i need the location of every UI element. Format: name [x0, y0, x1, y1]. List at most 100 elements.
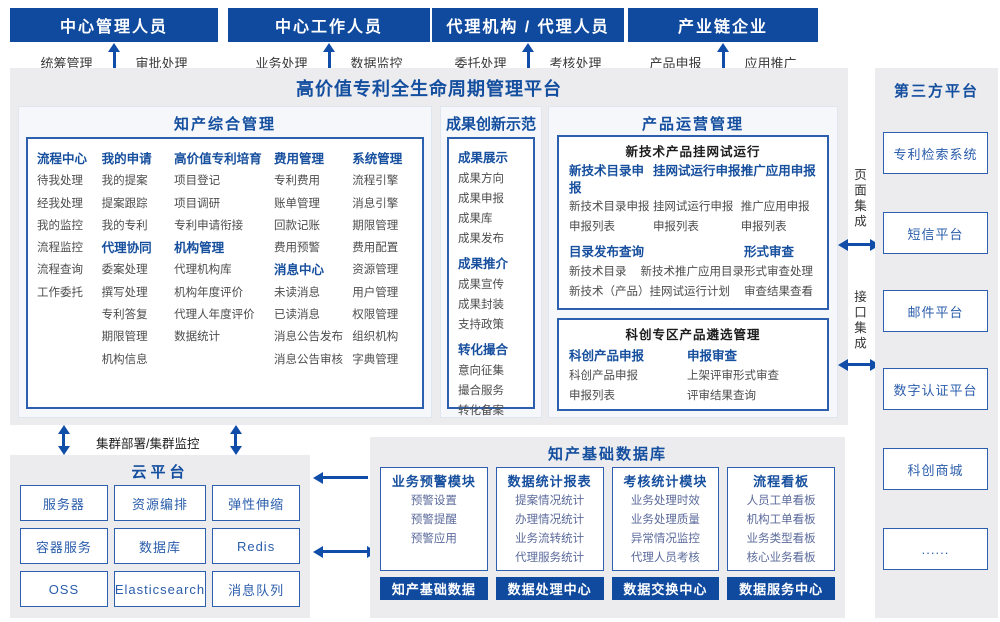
group-header: 系统管理 [352, 152, 403, 166]
platform-panel: 高价值专利全生命周期管理平台 知产综合管理 流程中心 待我处理 经我处理 我的监… [10, 68, 848, 425]
menu-item: 未读消息 [273, 286, 320, 299]
panel-title: 云平台 [131, 464, 189, 481]
menu-item: 异常情况监控 [630, 533, 700, 545]
group-header: 申报审查 [687, 349, 738, 363]
menu-item: 新技术目录 [569, 266, 627, 278]
column-new-tech-catalog: 新技术目录申报 新技术目录申报 申报列表 [569, 163, 653, 237]
menu-item: 业务处理质量 [630, 514, 700, 526]
actor-industry-enterprises: 产业链企业 产品申报 应用推广 [628, 8, 818, 73]
column-sci-product-declare: 科创产品申报 科创产品申报 申报列表 [569, 346, 687, 406]
menu-item: 期限管理 [352, 219, 399, 232]
sci-innovation-selection-box: 科创专区产品遴选管理 科创产品申报 科创产品申报 申报列表 申报审查 上架评审形… [557, 318, 829, 411]
third-party-box-sms: 短信平台 [883, 212, 988, 254]
group-header: 推广应用申报 [740, 164, 816, 178]
menu-item: 上架评审形式审查 [687, 370, 779, 382]
menu-item: 专利申请衔接 [174, 219, 244, 232]
menu-item: 项目调研 [174, 197, 221, 210]
cloud-grid: 服务器 资源编排 弹性伸缩 容器服务 数据库 Redis OSS Elastic… [20, 485, 300, 607]
group-header: 业务预警模块 [391, 474, 476, 489]
trial-columns: 新技术目录申报 新技术目录申报 申报列表 挂网试运行申报 挂网试运行申报 申报列… [569, 163, 817, 237]
menu-item: 期限管理 [101, 331, 148, 344]
group-header: 我的申请 [101, 152, 152, 166]
db-column-statistics-report: 数据统计报表 提案情况统计 办理情况统计 业务流转统计 代理服务统计 数据处理中… [495, 467, 604, 600]
section-achievement-demo: 成果创新示范 成果展示 成果方向 成果申报 成果库 成果发布 成果推介 成果宣传… [440, 106, 542, 418]
menu-item: 成果库 [458, 213, 493, 225]
menu-item: 我的监控 [37, 219, 83, 232]
cluster-arrow-icon [234, 433, 237, 447]
actor-roles: 产品申报 应用推广 [628, 51, 818, 73]
menu-item: 形式审查处理 [744, 266, 813, 278]
achievement-groups: 成果展示 成果方向 成果申报 成果库 成果发布 成果推介 成果宣传 成果封装 支… [449, 139, 533, 429]
trial-extra-groups: 目录发布查询 新技术目录 新技术推广应用目录 新技术（产品）挂网试运行计划 形式… [569, 242, 817, 302]
menu-item: 工作委托 [37, 286, 83, 299]
menu-item: 成果申报 [458, 193, 504, 205]
group-header: 新技术目录申报 [569, 164, 645, 195]
section-product-ops: 产品运营管理 新技术产品挂网试运行 新技术目录申报 新技术目录申报 申报列表 挂… [548, 106, 838, 418]
menu-item: 新技术（产品）挂网试运行计划 [569, 286, 730, 298]
menu-item: 业务处理时效 [630, 495, 700, 507]
page-integration-label: 页面集成 [852, 168, 866, 230]
menu-item: 预警应用 [410, 533, 457, 545]
database-columns: 业务预警模块 预警设置 预警提醒 预警应用 知产基础数据 数据统计报表 提案情况… [380, 467, 835, 600]
column-promotion-application: 推广应用申报 推广应用申报 申报列表 [741, 163, 817, 237]
cluster-arrow-icon [62, 433, 65, 447]
ip-database-panel: 知产基础数据库 业务预警模块 预警设置 预警提醒 预警应用 知产基础数据 数据统… [370, 437, 845, 618]
column-fee-management: 费用管理 专利费用 账单管理 回款记账 费用预警 消息中心 未读消息 已读消息 … [274, 148, 352, 371]
group-header: 流程看板 [753, 474, 810, 489]
menu-item: 人员工单看板 [746, 495, 816, 507]
menu-item: 代理机构库 [174, 264, 232, 277]
actor-center-managers: 中心管理人员 统筹管理 审批处理 [10, 8, 218, 73]
db-column-process-kanban: 流程看板 人员工单看板 机构工单看板 业务类型看板 核心业务看板 数据服务中心 [727, 467, 835, 600]
cloud-box-message-queue: 消息队列 [212, 571, 300, 607]
menu-item: 提案情况统计 [515, 495, 585, 507]
db-module-box: 数据统计报表 提案情况统计 办理情况统计 业务流转统计 代理服务统计 [495, 467, 604, 571]
column-system-management: 系统管理 流程引擎 消息引擎 期限管理 费用配置 资源管理 用户管理 权限管理 … [352, 148, 413, 371]
cloud-box-resource-orchestration: 资源编排 [113, 485, 207, 521]
menu-item: 审查结果查看 [744, 286, 813, 298]
menu-item: 资源管理 [352, 264, 399, 277]
group-header: 费用管理 [273, 152, 324, 166]
group-catalog-publish-query: 目录发布查询 新技术目录 新技术推广应用目录 新技术（产品）挂网试运行计划 [569, 242, 744, 302]
menu-item: 专利费用 [273, 175, 320, 188]
menu-item: 科创产品申报 [569, 370, 638, 382]
trial-operation-box: 新技术产品挂网试运行 新技术目录申报 新技术目录申报 申报列表 挂网试运行申报 … [557, 135, 829, 310]
column-declare-review: 申报审查 上架评审形式审查 评审结果查询 [687, 346, 817, 406]
actor-roles: 委托处理 考核处理 [432, 51, 624, 73]
db-module-box: 考核统计模块 业务处理时效 业务处理质量 异常情况监控 代理人员考核 [611, 467, 720, 571]
group-header: 消息中心 [273, 263, 324, 278]
group-header: 流程中心 [37, 152, 88, 166]
section-title: 成果创新示范 [445, 116, 536, 133]
db-column-warning: 业务预警模块 预警设置 预警提醒 预警应用 知产基础数据 [380, 467, 488, 600]
actor-title: 中心工作人员 [228, 8, 430, 42]
menu-item: 成果宣传 [458, 279, 504, 291]
bidirectional-vertical-arrow-icon [112, 51, 116, 73]
bidirectional-vertical-arrow-icon [526, 51, 530, 73]
menu-item: 新技术目录申报 [569, 201, 650, 213]
menu-item: 办理情况统计 [515, 514, 585, 526]
actor-roles: 业务处理 数据监控 [228, 51, 430, 73]
group-header: 代理协同 [101, 241, 152, 256]
menu-item: 费用配置 [352, 242, 399, 255]
achievement-box: 成果展示 成果方向 成果申报 成果库 成果发布 成果推介 成果宣传 成果封装 支… [447, 137, 535, 417]
menu-item: 评审结果查询 [687, 390, 756, 402]
selection-columns: 科创产品申报 科创产品申报 申报列表 申报审查 上架评审形式审查 评审结果查询 [569, 346, 817, 406]
menu-item: 成果封装 [458, 299, 504, 311]
third-party-box-more: ...... [883, 528, 988, 570]
menu-item: 权限管理 [352, 309, 399, 322]
section-title: 知产综合管理 [173, 116, 276, 133]
menu-item: 成果发布 [458, 233, 504, 245]
menu-item: 流程查询 [37, 264, 83, 277]
menu-item: 消息公告审核 [273, 353, 343, 366]
menu-item: 我的提案 [101, 175, 148, 188]
page-integration-arrow-icon [847, 243, 871, 246]
menu-item: 支持政策 [458, 319, 504, 331]
menu-item: 消息公告发布 [273, 331, 343, 344]
bidirectional-vertical-arrow-icon [721, 51, 725, 73]
column-hv-patent-cultivation: 高价值专利培育 项目登记 项目调研 专利申请衔接 机构管理 代理机构库 机构年度… [174, 148, 274, 371]
db-footer-bar: 知产基础数据 [380, 577, 488, 600]
third-party-box-digital-cert: 数字认证平台 [883, 368, 988, 410]
actor-agencies: 代理机构 / 代理人员 委托处理 考核处理 [432, 8, 624, 73]
ip-management-columns: 流程中心 待我处理 经我处理 我的监控 流程监控 流程查询 工作委托 我的申请 … [28, 139, 422, 380]
menu-item: 撮合服务 [458, 385, 504, 397]
